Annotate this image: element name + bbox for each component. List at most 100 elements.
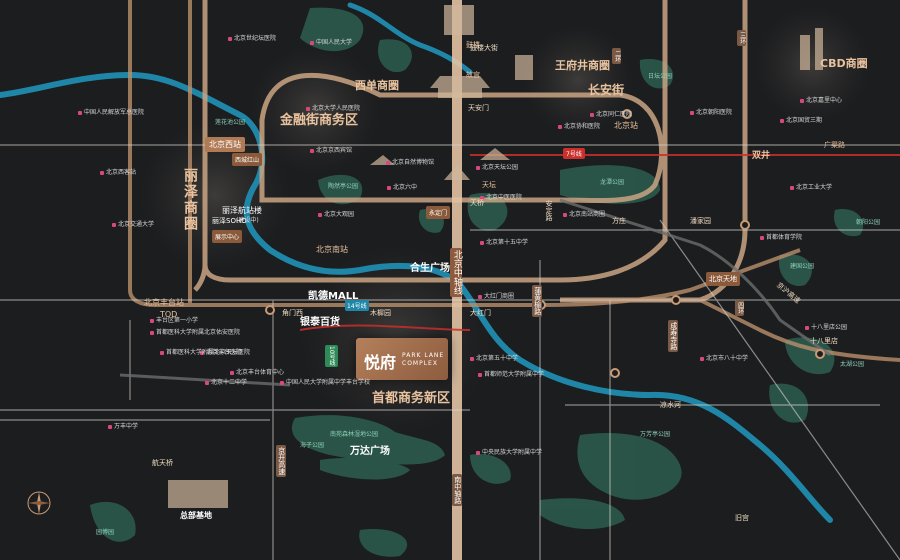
station-gulou: 鼓楼 (466, 41, 480, 49)
poi-left-6: 北京京西宾馆 (310, 148, 352, 154)
project-name-en: PARK LANE COMPLEX (402, 352, 444, 368)
project-name-en-line1: PARK LANE (402, 352, 445, 359)
station-tiantan: 天坛 (482, 181, 496, 189)
poi-left-9: 北京丰台体育中心 (230, 370, 284, 376)
park-haizi: 海子公园 (300, 442, 325, 449)
park-jianguo: 建国公园 (790, 263, 815, 270)
poi-left-5: 丰台区第一小学 (150, 318, 198, 324)
road-nanzhongzhou: 南中轴路 (452, 474, 462, 506)
misc-jiaomen: 角门西 (282, 309, 303, 317)
poi-left-0: 中国人民解放军总医院 (78, 110, 144, 116)
label-kaide: 凯德MALL (308, 291, 359, 302)
poi-right-6: 十八里店公园 (805, 325, 847, 331)
label-yintai: 银泰百货 (300, 317, 340, 328)
tag-lize-station: 丽泽航站楼 (222, 206, 262, 215)
tag-lize-sub: (建设中) (236, 217, 259, 224)
road-puhuang: 蒲黄榆路 (532, 285, 542, 317)
tag-metro14: 14号线 (345, 300, 369, 311)
tag-metro10: 10号线 (325, 345, 338, 367)
park-taoranting: 陶然亭公园 (328, 183, 359, 190)
label-central-axis: 北京中轴线 (450, 248, 462, 297)
park-nanyuan: 南苑森林湿地公园 (330, 431, 379, 438)
park-chaoyang: 朝阳公园 (856, 219, 881, 226)
park-rinan: 日坛公园 (648, 73, 673, 80)
poi-center-4: 中国人民大学 (310, 40, 352, 46)
poi-center-2: 北京大观园 (318, 212, 354, 218)
label-xidan: 西单商圈 (355, 79, 399, 92)
park-wanfeng: 万芳亭公园 (640, 431, 671, 438)
label-changan: 长安街 (588, 83, 625, 97)
poi-right-8: 北京南站商圈 (563, 212, 605, 218)
tag-lize-soho: 丽泽SOHO (212, 217, 247, 225)
ring-roads-outer (128, 0, 900, 362)
misc-muxiyuan: 木樨园 (370, 309, 391, 317)
label-zongbu: 总部基地 (180, 511, 212, 520)
poi-center-5: 北京六中 (387, 185, 417, 191)
poi-center-0: 北京天坛公园 (476, 165, 518, 171)
road-jingkai: 京开高速 (276, 445, 286, 477)
poi-right-3: 北京工业大学 (790, 185, 832, 191)
project-name-cn: 悦府 (364, 353, 397, 372)
label-lize: 丽泽商圈 (182, 168, 198, 232)
poi-left-10: 首都医科大学附属北京天坛医院 (160, 350, 250, 356)
park-longtanhu: 龙潭公园 (600, 179, 625, 186)
river-main (0, 71, 833, 523)
misc-shibalidian: 十八里店 (810, 337, 838, 345)
poi-center-7: 北京第五十中学 (470, 356, 518, 362)
project-name-en-line2: COMPLEX (402, 359, 438, 367)
poi-center-3: 北京自然博物馆 (386, 160, 434, 166)
landmark-silhouettes (168, 5, 823, 508)
label-financial-district: 金融街商务区 (280, 113, 359, 128)
poi-left-11: 北京世纪坛医院 (228, 36, 276, 42)
project-marker[interactable]: 悦府 PARK LANE COMPLEX (356, 338, 448, 380)
station-tod: TOD (160, 310, 178, 319)
poi-center-10: 中央民族大学附属中学 (476, 450, 542, 456)
compass-icon (27, 491, 51, 515)
tag-ring3: 三环 (737, 30, 746, 46)
label-shuangjing: 双井 (752, 151, 771, 161)
poi-right-4: 北京市八十中学 (700, 356, 748, 362)
halo-cbd (754, 7, 870, 123)
road-liangxiang: 凉水河 (660, 401, 681, 409)
poi-center-9: 北京大学人民医院 (306, 106, 360, 112)
metro-lines (299, 154, 900, 331)
misc-jiukeshu: 旧宫 (735, 514, 749, 522)
label-wangfujing: 王府井商圈 (555, 59, 610, 72)
park-taihu: 太湖公园 (840, 361, 865, 368)
misc-tianqiao: 天桥 (470, 199, 484, 207)
poi-left-7: 北京十二中学 (205, 380, 247, 386)
poi-left-2: 首都医科大学附属北京佑安医院 (150, 330, 240, 336)
road-anding: 安定路 (545, 200, 553, 221)
poi-right-2: 北京协和医院 (558, 124, 600, 130)
poi-left-4: 北京交通大学 (112, 222, 154, 228)
poi-right-5: 北京朝阳医院 (690, 110, 732, 116)
misc-panjiayuan: 潘家园 (690, 217, 711, 225)
misc-fangzhuang: 方庄 (612, 217, 626, 225)
poi-left-1: 北京西客站 (100, 170, 136, 176)
station-beijingnan: 北京南站 (316, 245, 348, 254)
road-chengshou: 成寿寺路 (668, 320, 678, 352)
poi-center-1: 北京中医医院 (480, 195, 522, 201)
label-capital-new: 首都商务新区 (372, 391, 451, 406)
park-yuanbo: 园博园 (96, 529, 115, 536)
poi-left-12: 万丰中学 (108, 424, 138, 430)
label-hesheng: 合生广场 (410, 263, 450, 274)
park-lianhuachi: 莲花池公园 (215, 119, 246, 126)
tag-metro7: 7号线 (563, 148, 585, 159)
label-wanda: 万达广场 (350, 446, 390, 457)
misc-jinyu: 鼓楼大街 (470, 44, 498, 52)
tag-exhibit: 展示中心 (212, 230, 243, 243)
poi-right-1: 北京同仁医院 (590, 112, 632, 118)
station-gugong: 故宫 (466, 71, 480, 79)
tag-ring2: 二环 (612, 48, 621, 64)
tag-ring4: 四环 (735, 300, 744, 316)
station-guangqulu: 广渠路 (824, 141, 845, 149)
station-beijingzhan: 北京站 (614, 121, 638, 130)
halo-wangfujing (523, 25, 633, 135)
misc-dahongmen: 大红门 (470, 309, 491, 317)
poi-left-8: 中国人民大学附属中学丰台学校 (280, 380, 370, 386)
station-beijingxi: 北京西站 (205, 137, 245, 152)
station-fengtai: 北京丰台站 (144, 298, 184, 307)
